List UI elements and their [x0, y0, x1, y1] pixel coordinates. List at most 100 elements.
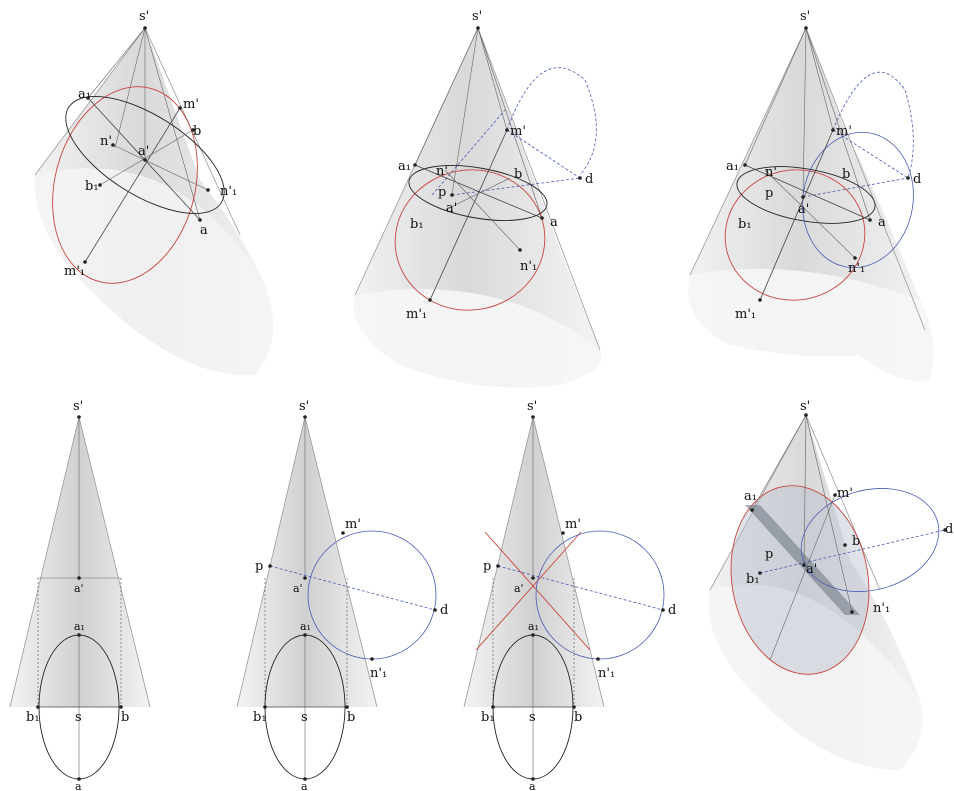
point-m-prime [833, 493, 837, 497]
label-a-prime: a' [74, 582, 84, 595]
cone-left-edge [236, 416, 306, 708]
label-a1: a₁ [726, 159, 739, 174]
section-plane-edge [745, 505, 860, 615]
axis-n-n1 [764, 169, 856, 259]
panel-bottom-4: s' a₁ m' b d p a' b₁ n'₁ [708, 399, 953, 770]
label-a: a [878, 215, 886, 230]
label-a-prime: a' [138, 144, 149, 159]
cone-right-edge [78, 416, 151, 708]
panel-bottom-3: s' m' p a' d a₁ n'₁ b₁ s b a [463, 399, 676, 791]
label-a-prime: a' [446, 201, 457, 216]
point-p [496, 564, 500, 568]
label-d: d [668, 603, 676, 618]
cone-right-edge [477, 27, 601, 351]
label-a-prime: a' [514, 582, 524, 595]
point-b1 [263, 705, 267, 709]
label-b: b [193, 124, 201, 139]
label-a: a [200, 223, 208, 238]
generator-line [414, 27, 479, 166]
label-d: d [913, 172, 921, 187]
point-m-prime-1 [83, 260, 87, 264]
panel-bottom-1: s' a' a₁ b₁ s b a [9, 399, 151, 791]
panel-top-2: s' a₁ m' n' b p a' b₁ d a n'₁ m'₁ [353, 9, 602, 388]
label-d: d [945, 522, 953, 537]
axis-a1-a [744, 164, 871, 221]
label-n-prime-1: n'₁ [520, 259, 537, 274]
point-s-prime [143, 26, 147, 30]
point-n-prime-1 [206, 188, 210, 192]
point-a-prime [801, 195, 805, 199]
label-a1: a₁ [78, 87, 91, 102]
label-a: a [301, 780, 308, 791]
label-a1: a₁ [528, 620, 539, 633]
label-s-prime: s' [299, 399, 309, 414]
label-s: s [529, 710, 536, 725]
red-section-line [475, 531, 582, 651]
point-a [303, 777, 307, 781]
blue-line-p-d [759, 529, 946, 574]
point-m-prime-1 [758, 298, 762, 302]
point-a [531, 777, 535, 781]
label-p: p [255, 559, 263, 574]
point-a1 [77, 633, 81, 637]
label-m-prime: m' [565, 517, 581, 532]
cone-left-edge [9, 416, 80, 708]
generator-line [805, 27, 834, 131]
black-base-ellipse [65, 96, 225, 214]
cone-left-edge [463, 416, 534, 708]
point-m-prime-1 [428, 298, 432, 302]
label-s: s [301, 710, 308, 725]
axis-m-m1 [769, 494, 836, 661]
label-b: b [574, 710, 582, 725]
point-b [345, 705, 349, 709]
axis-m-m1 [84, 107, 181, 263]
point-b [191, 128, 195, 132]
label-s-prime: s' [472, 9, 482, 24]
label-a: a [75, 780, 82, 791]
point-p [268, 564, 272, 568]
label-a: a [529, 780, 536, 791]
point-d [906, 176, 910, 180]
point-b1 [36, 705, 40, 709]
blue-line-p-d [497, 565, 664, 611]
label-b: b [121, 710, 129, 725]
blue-line-p [431, 109, 506, 196]
point-s-prime [77, 415, 81, 419]
cone-base-shade [708, 584, 923, 770]
point-a-prime [450, 193, 454, 197]
cone-right-edge [805, 27, 926, 331]
point-a1 [531, 633, 535, 637]
label-b: b [347, 710, 355, 725]
panel-bottom-2: s' m' p a' d a₁ n'₁ b₁ s b a [236, 399, 448, 791]
generator-line [144, 27, 201, 221]
label-s-prime: s' [73, 399, 83, 414]
red-section-line [484, 531, 591, 651]
point-s-prime [531, 415, 535, 419]
point-a1 [413, 163, 417, 167]
blue-line-to-d [451, 177, 581, 196]
point-a [868, 218, 872, 222]
point-d [433, 608, 437, 612]
axis-b-b1 [99, 129, 194, 186]
cone-base-shade [353, 289, 602, 388]
label-n-prime-1: n'₁ [220, 184, 237, 199]
upright-cone-body [237, 417, 377, 707]
axis-b-b1 [444, 177, 511, 211]
point-m-prime [561, 531, 565, 535]
label-b1: b₁ [410, 217, 424, 232]
label-s-prime: s' [800, 399, 810, 414]
generator-line [805, 27, 871, 221]
generator-line [87, 27, 146, 99]
label-a-prime: a' [798, 202, 809, 217]
point-b [843, 543, 847, 547]
label-b1: b₁ [738, 217, 752, 232]
point-a1 [743, 163, 747, 167]
label-m-prime: m' [837, 486, 853, 501]
point-m-prime [341, 531, 345, 535]
label-m-prime: m' [836, 124, 852, 139]
blue-rotation-circle [802, 131, 914, 269]
point-d [943, 528, 947, 532]
panel-top-3: s' a₁ m' n' b p a' b₁ d a n'₁ m'₁ [688, 9, 934, 381]
upright-cone-body [464, 417, 604, 707]
label-b: b [842, 167, 850, 182]
